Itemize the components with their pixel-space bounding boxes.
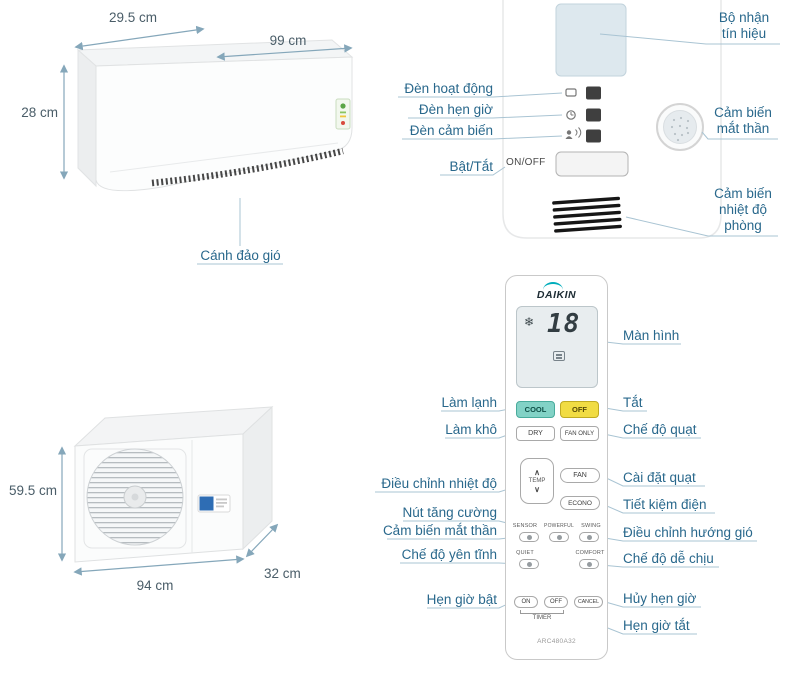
temp-button-label: TEMP bbox=[528, 478, 546, 484]
outdoor-sticker bbox=[197, 494, 231, 513]
callout-display: Màn hình bbox=[623, 328, 680, 343]
callout-quiet: Chế độ yên tĩnh bbox=[401, 547, 497, 562]
callout-cooling: Làm lạnh bbox=[441, 395, 497, 410]
callout-temp-adjust: Điều chỉnh nhiệt độ bbox=[381, 476, 497, 491]
room-temp-sensor-vents bbox=[552, 196, 622, 233]
outdoor-unit-illustration bbox=[73, 405, 274, 563]
on-off-switch bbox=[555, 151, 629, 177]
temp-down-icon: ∨ bbox=[534, 485, 540, 494]
timer-lamp bbox=[586, 108, 601, 122]
timer-group-label: TIMER bbox=[532, 615, 552, 621]
timer-off-button: OFF bbox=[544, 596, 568, 608]
outdoor-width-dimension: 94 cm bbox=[136, 578, 174, 593]
econo-button: ECONO bbox=[560, 496, 600, 510]
remote-model: ARC480A32 bbox=[537, 638, 576, 645]
fan-only-button: FAN ONLY bbox=[560, 426, 599, 441]
remote-brand: DAIKIN bbox=[536, 289, 577, 301]
indoor-unit-illustration bbox=[76, 39, 354, 192]
indoor-height-dimension: 28 cm bbox=[21, 105, 58, 120]
quiet-label: QUIET bbox=[516, 550, 534, 556]
comfort-button bbox=[579, 559, 599, 569]
remote-control: DAIKIN ❄ 18 COOL OFF DRY FAN ONLY ∧ TEMP… bbox=[505, 275, 608, 660]
operation-lamp bbox=[586, 86, 601, 100]
fan-speed-icon bbox=[553, 351, 565, 361]
eye-sensor bbox=[656, 103, 704, 151]
sensor-button bbox=[519, 532, 539, 542]
callout-eye-sensor-panel: Cảm biến mắt thần bbox=[714, 105, 772, 136]
powerful-label: POWERFUL bbox=[544, 523, 574, 529]
timer-on-button: ON bbox=[514, 596, 538, 608]
timer-lamp-icon bbox=[566, 110, 576, 120]
callout-timer-cancel: Hủy hẹn giờ bbox=[623, 591, 697, 606]
callout-fan-setting: Cài đặt quạt bbox=[623, 470, 696, 485]
indoor-width-dimension: 99 cm bbox=[269, 33, 307, 48]
quiet-button bbox=[519, 559, 539, 569]
energy-label-sticker bbox=[335, 98, 351, 130]
callout-swing: Điều chỉnh hướng gió bbox=[623, 525, 753, 540]
dimension-arrows bbox=[57, 25, 353, 576]
temp-button: ∧ TEMP ∨ bbox=[520, 458, 554, 504]
daikin-logo-swoosh bbox=[543, 282, 563, 290]
swing-button bbox=[579, 532, 599, 542]
callout-timer-lamp: Đèn hẹn giờ bbox=[418, 102, 493, 117]
callout-power-switch: Bật/Tắt bbox=[449, 159, 493, 174]
cool-button: COOL bbox=[516, 401, 555, 418]
outdoor-height-dimension: 59.5 cm bbox=[8, 483, 57, 498]
operation-lamp-icon bbox=[565, 88, 577, 97]
callout-dry: Làm khô bbox=[445, 422, 497, 437]
on-off-print: ON/OFF bbox=[506, 157, 546, 168]
timer-cancel-button: CANCEL bbox=[574, 596, 603, 608]
callout-off: Tắt bbox=[623, 395, 643, 410]
sensor-lamp bbox=[586, 129, 601, 143]
temp-up-icon: ∧ bbox=[534, 468, 540, 477]
callout-timer-off: Hẹn giờ tắt bbox=[623, 618, 690, 633]
panel-closeup-illustration bbox=[502, 0, 722, 239]
fan-grille bbox=[86, 448, 184, 546]
off-button: OFF bbox=[560, 401, 599, 418]
display-temperature: 18 bbox=[547, 309, 581, 339]
signal-receiver-window bbox=[555, 3, 627, 77]
callout-eye-sensor-remote: Cảm biến mắt thần bbox=[382, 523, 497, 538]
outdoor-depth-dimension: 32 cm bbox=[264, 566, 301, 581]
callout-econo: Tiết kiệm điện bbox=[623, 497, 707, 512]
callout-fan-mode: Chế độ quạt bbox=[623, 422, 697, 437]
callout-operation-lamp: Đèn hoạt động bbox=[404, 81, 493, 96]
callout-sensor-lamp: Đèn cảm biến bbox=[409, 123, 493, 138]
callout-comfort: Chế độ dễ chịu bbox=[623, 551, 714, 566]
timer-bracket bbox=[520, 610, 564, 614]
callout-signal-receiver: Bộ nhận tín hiệu bbox=[718, 10, 770, 41]
remote-display: ❄ 18 bbox=[516, 306, 598, 388]
powerful-button bbox=[549, 532, 569, 542]
fan-button: FAN bbox=[560, 468, 600, 483]
swing-label: SWING bbox=[581, 523, 601, 529]
callout-room-temp-sensor: Cảm biến nhiệt độ phòng bbox=[714, 186, 772, 233]
callout-powerful: Nút tăng cường bbox=[402, 505, 497, 520]
sensor-lamp-icon bbox=[565, 127, 582, 139]
air-flap-vents bbox=[151, 147, 344, 187]
cool-mode-icon: ❄ bbox=[524, 315, 535, 329]
indoor-depth-dimension: 29.5 cm bbox=[108, 10, 158, 25]
callout-air-flap: Cánh đảo gió bbox=[200, 248, 281, 263]
dry-button: DRY bbox=[516, 426, 555, 441]
comfort-label: COMFORT bbox=[575, 550, 605, 556]
sensor-label: SENSOR bbox=[512, 523, 538, 529]
callout-timer-on: Hẹn giờ bật bbox=[426, 592, 497, 607]
